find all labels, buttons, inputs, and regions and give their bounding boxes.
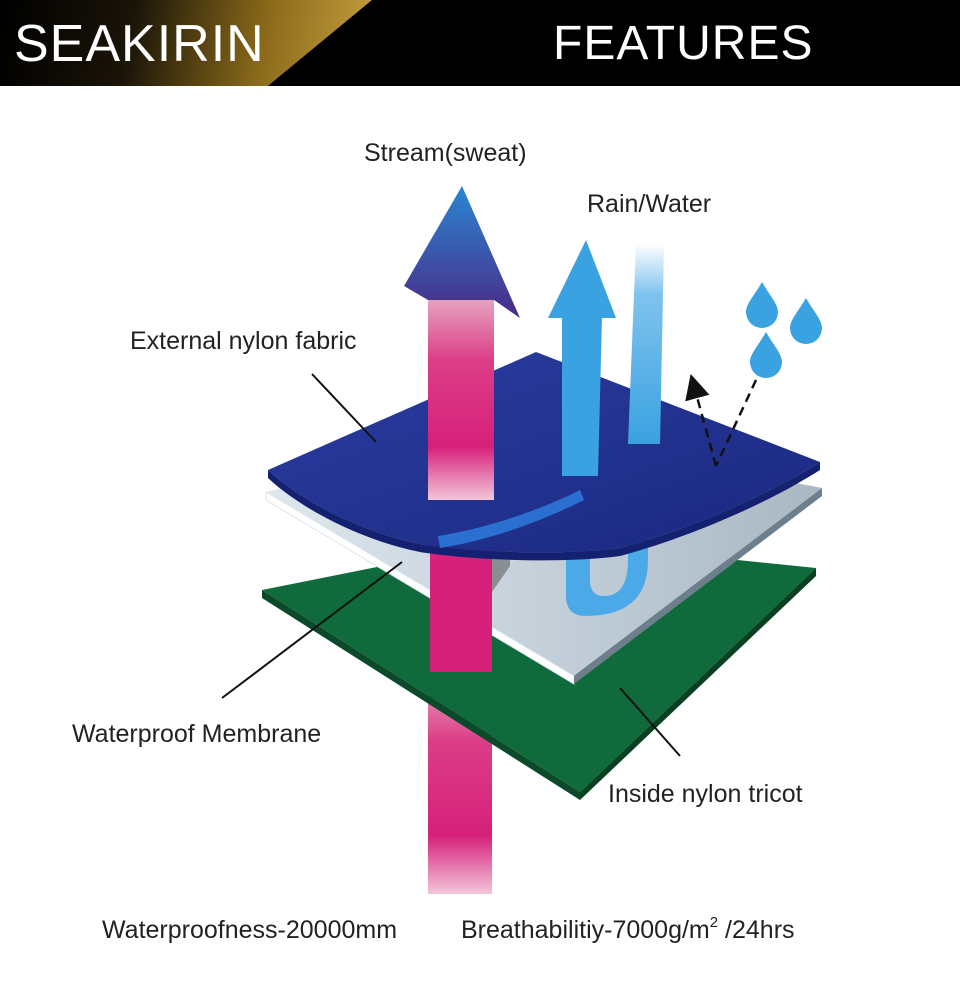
water-drop-icon <box>750 332 782 378</box>
water-arrow <box>548 240 616 476</box>
steam-arrow-head <box>404 186 520 318</box>
repel-dash-in <box>714 379 758 467</box>
header-banner: SEAKIRIN FEATURES <box>0 0 960 86</box>
label-membrane: Waterproof Membrane <box>72 720 321 748</box>
label-breathability: Breathabilitiy-7000g/m2 /24hrs <box>461 914 795 944</box>
leader-membrane <box>221 561 403 699</box>
features-title: FEATURES <box>553 17 814 70</box>
breathability-unit: /24hrs <box>718 916 794 944</box>
label-waterproofness: Waterproofness-20000mm <box>102 916 397 944</box>
fabric-layer-diagram: Stream(sweat) Rain/Water External nylon … <box>72 139 822 944</box>
leader-external <box>311 373 377 443</box>
breathability-superscript: 2 <box>710 914 718 931</box>
label-rain: Rain/Water <box>587 190 711 218</box>
label-external: External nylon fabric <box>130 327 357 355</box>
water-drop-icon <box>746 282 778 328</box>
label-steam: Stream(sweat) <box>364 139 527 167</box>
leader-inside <box>619 687 681 757</box>
brand-name: SEAKIRIN <box>14 15 265 73</box>
breathability-main: Breathabilitiy-7000g/m <box>461 916 710 944</box>
external-fabric-layer <box>268 352 820 561</box>
water-drop-icon <box>790 298 822 344</box>
steam-arrow-shaft <box>428 286 494 500</box>
water-stream <box>628 244 664 444</box>
label-inside: Inside nylon tricot <box>608 780 803 808</box>
